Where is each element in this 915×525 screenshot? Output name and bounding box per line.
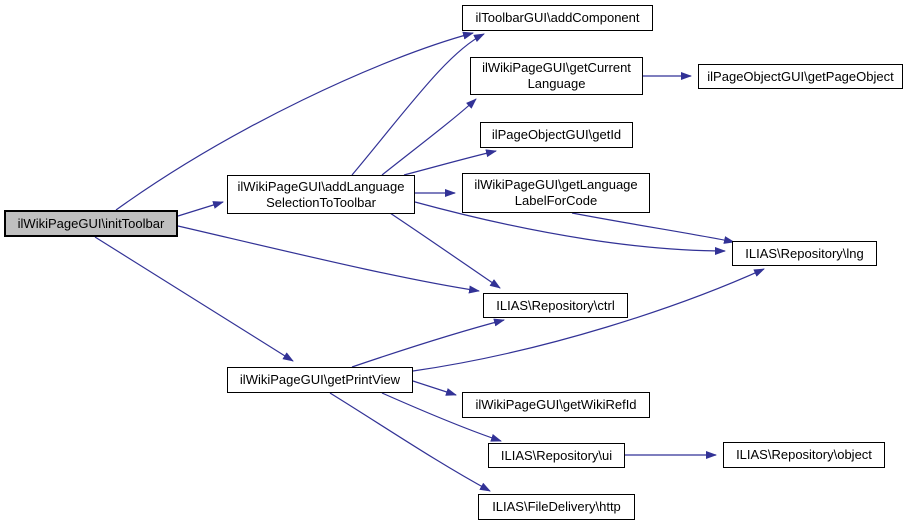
edge-add-language-selection-to-ctrl <box>389 212 501 289</box>
graph-node-init-toolbar: ilWikiPageGUI\initToolbar <box>4 210 178 237</box>
node-label-line: ilWikiPageGUI\getCurrent <box>482 60 631 75</box>
edge-init-toolbar-to-add-component <box>115 31 474 211</box>
node-label-line: ILIAS\Repository\object <box>736 447 872 462</box>
graph-node-add-component[interactable]: ilToolbarGUI\addComponent <box>462 5 653 31</box>
graph-node-get-print-view[interactable]: ilWikiPageGUI\getPrintView <box>227 367 413 393</box>
edge-group <box>94 31 765 492</box>
edge-get-print-view-to-ui <box>381 392 502 442</box>
edge-get-print-view-to-http <box>329 392 491 492</box>
node-label-line: ILIAS\Repository\lng <box>745 245 864 261</box>
edge-init-toolbar-to-get-print-view <box>94 236 294 362</box>
edge-add-language-selection-to-add-component <box>351 33 485 176</box>
edge-init-toolbar-to-add-language-selection <box>177 201 224 217</box>
node-label-line: ilToolbarGUI\addComponent <box>475 10 640 25</box>
edge-get-print-view-to-lng <box>412 268 765 372</box>
node-label-line: ILIAS\Repository\ctrl <box>496 297 615 313</box>
graph-node-lng[interactable]: ILIAS\Repository\lng <box>732 241 877 266</box>
node-label-line: Language <box>527 76 586 91</box>
node-label-line: SelectionToToolbar <box>266 194 376 210</box>
edge-add-language-selection-to-get-id <box>403 149 497 176</box>
node-label-line: ilWikiPageGUI\getLanguage <box>474 177 638 192</box>
node-label-line: ilWikiPageGUI\initToolbar <box>17 215 165 231</box>
edge-get-language-label-to-lng <box>571 212 735 244</box>
graph-node-get-page-object[interactable]: ilPageObjectGUI\getPageObject <box>698 64 903 89</box>
node-label-line: ilWikiPageGUI\addLanguage <box>237 178 405 194</box>
node-label-line: ILIAS\FileDelivery\http <box>492 499 621 514</box>
node-label-line: ilWikiPageGUI\getPrintView <box>239 372 401 387</box>
node-label-line: ilWikiPageGUI\getWikiRefId <box>475 397 637 412</box>
edge-get-print-view-to-ctrl <box>351 318 505 368</box>
node-label-line: ilPageObjectGUI\getId <box>491 127 622 142</box>
edge-init-toolbar-to-ctrl <box>177 225 480 294</box>
graph-node-ctrl[interactable]: ILIAS\Repository\ctrl <box>483 293 628 318</box>
edge-get-print-view-to-get-wiki-ref-id <box>412 380 457 396</box>
edge-add-language-selection-to-get-current-language <box>381 98 477 176</box>
node-label-line: LabelForCode <box>514 193 598 208</box>
graph-node-get-id[interactable]: ilPageObjectGUI\getId <box>480 122 633 148</box>
graph-node-http[interactable]: ILIAS\FileDelivery\http <box>478 494 635 520</box>
node-label-line: ILIAS\Repository\ui <box>500 447 613 463</box>
graph-node-object[interactable]: ILIAS\Repository\object <box>723 442 885 468</box>
node-label-line: ilPageObjectGUI\getPageObject <box>707 68 894 84</box>
graph-node-get-wiki-ref-id[interactable]: ilWikiPageGUI\getWikiRefId <box>462 392 650 418</box>
edge-add-language-selection-to-lng <box>414 201 726 255</box>
graph-node-ui[interactable]: ILIAS\Repository\ui <box>488 443 625 468</box>
